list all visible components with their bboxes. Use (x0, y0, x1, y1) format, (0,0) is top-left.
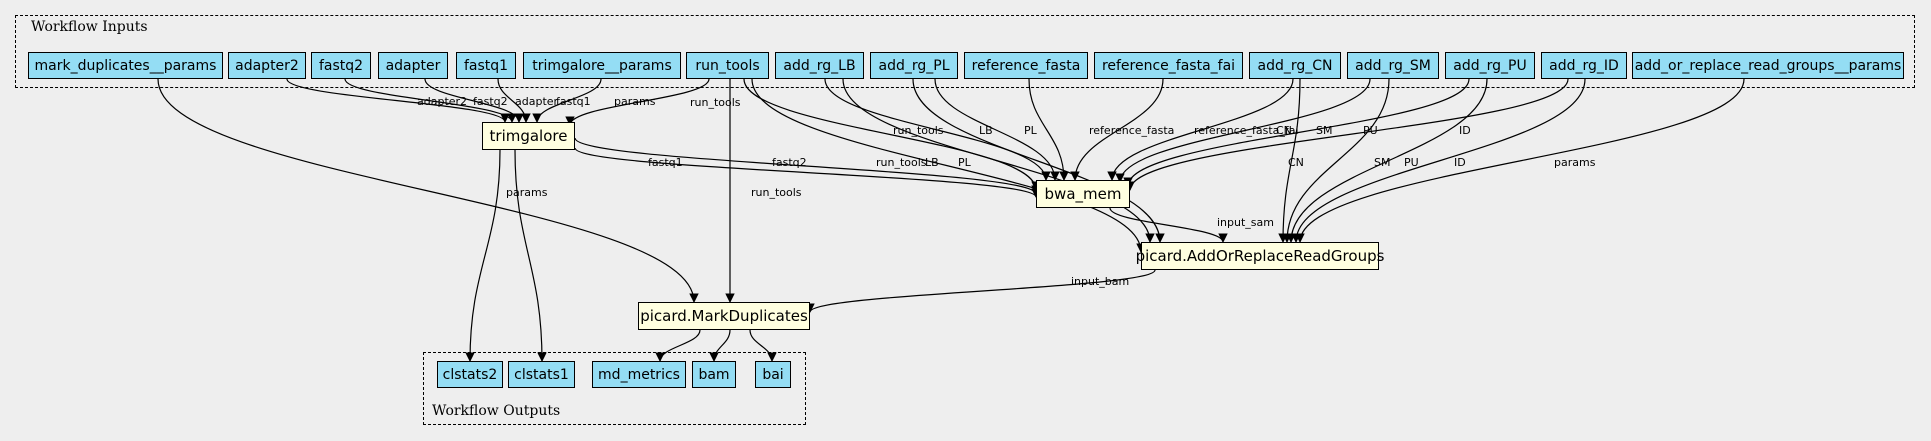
edge-label: run_tools (690, 96, 741, 109)
output-bam[interactable]: bam (692, 361, 736, 388)
edge-label: reference_fasta (1089, 124, 1174, 137)
edge-mark_duplicates_params-to-picard_mark (157, 78, 699, 303)
input-reference-fasta-fai[interactable]: reference_fasta_fai (1094, 52, 1243, 79)
edge-label: PL (958, 156, 972, 169)
edge-add_rg_SM-to-bwa_mem (1115, 78, 1371, 183)
edge-label: PU (1404, 156, 1419, 169)
edge-trimgalore-to-bwa_mem (574, 137, 1041, 195)
edge-label: SM (1316, 124, 1332, 137)
workflow-inputs-cluster (15, 15, 1915, 88)
edge-label: PL (1024, 124, 1038, 137)
edge-label: params (506, 186, 548, 199)
input-trimgalore-params[interactable]: trimgalore__params (523, 52, 681, 79)
input-fastq1[interactable]: fastq1 (456, 52, 516, 79)
edge-add_rg_PU-to-picard_add (1286, 78, 1488, 243)
edge-add_rg_PU-to-bwa_mem (1123, 78, 1470, 187)
edge-trimgalore-to-clstats1 (514, 149, 547, 362)
edge-reference_fasta_fai-to-bwa_mem (1070, 78, 1164, 181)
edge-label: run_tools (751, 186, 802, 199)
edge-label: CN (1288, 156, 1304, 169)
edge-trimgalore-to-clstats2 (465, 149, 501, 362)
edge-label: SM (1374, 156, 1390, 169)
input-add-rg-id[interactable]: add_rg_ID (1541, 52, 1627, 79)
edge-picard_mark-to-md_metrics (655, 329, 701, 362)
input-adapter[interactable]: adapter (378, 52, 448, 79)
edge-label: run_tools (893, 124, 944, 137)
edge-label: fastq1 (648, 156, 683, 169)
edge-label: LB (979, 124, 993, 137)
step-picard-mark-duplicates[interactable]: picard.MarkDuplicates (638, 302, 810, 330)
edge-add_rg_LB-to-bwa_mem (824, 78, 1051, 181)
output-md-metrics[interactable]: md_metrics (592, 361, 686, 388)
edge-run_tools-to-picard_add (751, 78, 1146, 253)
output-clstats2[interactable]: clstats2 (437, 361, 503, 388)
input-add-rg-cn[interactable]: add_rg_CN (1249, 52, 1341, 79)
edge-bwa_mem-to-picard_add (1109, 207, 1228, 243)
step-picard-add-or-replace-read-groups[interactable]: picard.AddOrReplaceReadGroups (1136, 242, 1384, 270)
edge-add_or_replace_params-to-picard_add (1295, 78, 1745, 243)
edge-label: ID (1459, 124, 1471, 137)
edge-label: input_sam (1217, 216, 1274, 229)
edge-label: params (1554, 156, 1596, 169)
edge-fastq2-to-trimgalore (344, 78, 517, 123)
step-bwa-mem[interactable]: bwa_mem (1036, 180, 1130, 208)
edge-label: adapter (515, 95, 559, 108)
edge-label: run_tools (876, 156, 927, 169)
edge-label: input_bam (1071, 275, 1129, 288)
edge-add_rg_CN-to-bwa_mem (1107, 78, 1294, 181)
edge-trimgalore-to-bwa_mem (574, 147, 1041, 198)
workflow-inputs-label: Workflow Inputs (31, 19, 148, 35)
output-bai[interactable]: bai (755, 361, 791, 388)
edge-run_tools-to-trimgalore (565, 78, 710, 126)
edge-picard_mark-to-bai (749, 329, 777, 362)
edge-label: PU (1363, 124, 1378, 137)
edge-add_rg_SM-to-picard_add (1282, 78, 1390, 243)
edge-run_tools-to-bwa_mem (743, 78, 1041, 191)
edge-add_rg_ID-to-bwa_mem (1125, 78, 1569, 191)
input-add-or-replace-read-groups-params[interactable]: add_or_replace_read_groups__params (1632, 52, 1904, 79)
edge-label: fastq2 (772, 156, 807, 169)
input-adapter2[interactable]: adapter2 (228, 52, 306, 79)
edge-reference_fasta-to-bwa_mem (1028, 78, 1069, 181)
input-run-tools[interactable]: run_tools (686, 52, 769, 79)
input-add-rg-lb[interactable]: add_rg_LB (775, 52, 864, 79)
edge-fastq1-to-trimgalore (497, 78, 531, 123)
edge-adapter-to-trimgalore (424, 78, 524, 123)
workflow-outputs-cluster (423, 352, 806, 425)
workflow-outputs-label: Workflow Outputs (432, 403, 561, 419)
input-add-rg-pl[interactable]: add_rg_PL (870, 52, 958, 79)
edge-picard_add-to-picard_mark (805, 269, 1156, 313)
edge-label: LB (925, 156, 939, 169)
edge-add_rg_LB-to-picard_add (842, 78, 1155, 243)
edge-label: fastq1 (556, 95, 591, 108)
step-trimgalore[interactable]: trimgalore (482, 122, 575, 150)
edge-label: fastq2 (473, 95, 508, 108)
edge-add_rg_ID-to-picard_add (1291, 78, 1586, 243)
edge-picard_mark-to-bam (709, 329, 731, 362)
edge-label: ID (1454, 156, 1466, 169)
input-mark-duplicates-params[interactable]: mark_duplicates__params (28, 52, 223, 79)
edge-add_rg_CN-to-picard_add (1278, 78, 1301, 243)
edge-add_rg_PL-to-picard_add (912, 78, 1165, 243)
edge-trimgalore_params-to-trimgalore (532, 78, 602, 123)
output-clstats1[interactable]: clstats1 (508, 361, 575, 388)
input-reference-fasta[interactable]: reference_fasta (964, 52, 1088, 79)
input-add-rg-sm[interactable]: add_rg_SM (1347, 52, 1439, 79)
edge-adapter2-to-trimgalore (286, 78, 510, 123)
input-add-rg-pu[interactable]: add_rg_PU (1445, 52, 1535, 79)
input-fastq2[interactable]: fastq2 (311, 52, 371, 79)
